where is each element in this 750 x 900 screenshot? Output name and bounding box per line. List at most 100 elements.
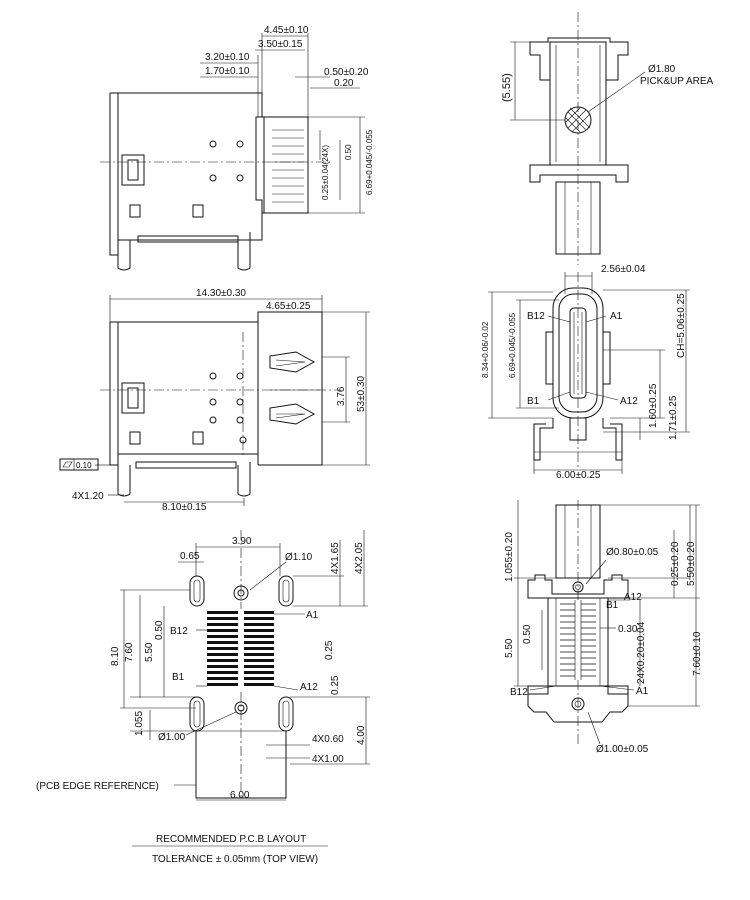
- front-label-b12: B12: [527, 311, 545, 322]
- front-view: 2.56±0.04 B12 A1 B1 A12 CH=5.06±0.25 8.3…: [481, 264, 690, 481]
- pcb-hole-bottom-inner: [237, 704, 245, 712]
- dim-4x1-00: 4X1.00: [312, 754, 344, 765]
- dim-0-25-pcb-a: 0.25: [324, 640, 335, 660]
- mid-hole: [209, 416, 217, 424]
- side-leg-left: [117, 232, 131, 271]
- side-view-mid: 0.10 14.30±0.30 4.65±0.25 3.76 53±0.30 4…: [59, 288, 370, 513]
- dim-ch-5-06: CH=5.06±0.25: [676, 293, 687, 358]
- dim-24x0-20: 24X0.20±0.04: [636, 621, 647, 684]
- mid-hole: [236, 372, 244, 380]
- bottom-lower-flange: [527, 685, 629, 723]
- dim-0-30-bottom: 0.30: [618, 624, 638, 635]
- dim-6-00-pcb: 6.00: [230, 790, 250, 801]
- dim-0-50-a: 0.50±0.20: [324, 67, 369, 78]
- dim-8-10-mid: 8.10±0.15: [162, 502, 207, 513]
- pcb-slot-top-left: [189, 575, 205, 607]
- front-label-a12: A12: [620, 396, 638, 407]
- dim-4x1-20: 4X1.20: [72, 491, 104, 502]
- side-hole: [209, 174, 217, 182]
- front-side-tab-left: [545, 331, 554, 385]
- pcb-label-a12: A12: [300, 682, 318, 693]
- end-view-top: (5.55) Ø1.80 PICK&UP AREA: [501, 12, 714, 265]
- mid-tail-row: [135, 461, 237, 469]
- front-foot-left: [533, 418, 554, 461]
- dim-3-90: 3.90: [232, 536, 252, 547]
- bottom-view: 1.055±0.20 Ø0.80±0.05 0.25±0.20 5.50±0.2…: [504, 500, 703, 755]
- dim-pickup-dia: Ø1.80: [648, 64, 676, 75]
- side-hole: [236, 174, 244, 182]
- dim-5-55: (5.55): [501, 73, 513, 102]
- end-top-flange: [529, 37, 629, 81]
- front-tongue: [569, 307, 587, 399]
- dim-1-055-pcb: 1.055: [134, 711, 145, 736]
- pcb-slot-bottom-left: [189, 696, 205, 732]
- pcb-hole-top: [233, 585, 249, 601]
- mid-latch-spring-lower: [269, 403, 316, 425]
- dim-dia-1-10: Ø1.10: [285, 552, 313, 563]
- mid-latch-spring-upper: [269, 351, 316, 373]
- mid-leg-left: [117, 462, 131, 497]
- dim-0-20: 0.20: [334, 78, 354, 89]
- pcb-layout-view: 3.90 0.65 Ø1.10 4X1.65 4X2.05 A1 B12 0.5…: [36, 530, 370, 801]
- mid-housing-outline: [109, 311, 323, 466]
- tolerance-note: TOLERANCE ± 0.05mm (TOP VIEW): [152, 854, 318, 865]
- dim-4x2-05: 4X2.05: [354, 542, 365, 574]
- dim-0-25-bottom: 0.25±0.20: [670, 541, 681, 586]
- dim-53: 53±0.30: [356, 375, 367, 412]
- dim-6-69: 6.69+0.045/-0.055: [365, 129, 374, 195]
- bottom-tail: [555, 504, 601, 579]
- dim-4x0-60: 4X0.60: [312, 734, 344, 745]
- dim-6-69-front: 6.69+0.045/-0.055: [508, 312, 517, 378]
- notes: RECOMMENDED P.C.B LAYOUT TOLERANCE ± 0.0…: [132, 834, 328, 865]
- dim-8-34: 8.34+0.06/-0.02: [481, 321, 490, 378]
- pcb-label-a1: A1: [306, 610, 319, 621]
- side-latch-window: [121, 154, 145, 186]
- bottom-hole-bottom: [571, 697, 585, 711]
- pcb-label-b1: B1: [172, 672, 185, 683]
- pcb-layout-title: RECOMMENDED P.C.B LAYOUT: [156, 834, 306, 845]
- front-foot-right: [602, 418, 623, 461]
- dim-4-00: 4.00: [356, 725, 367, 745]
- dim-7-60-bottom: 7.60±0.10: [692, 631, 703, 676]
- dim-dia-1-00: Ø1.00: [158, 732, 186, 743]
- pcb-hole-top-inner: [237, 589, 245, 597]
- dim-5-50-bottom-b: 5.50: [504, 638, 515, 658]
- flatness-value: 0.10: [76, 461, 92, 470]
- dim-1-71: 1.71±0.25: [668, 395, 679, 440]
- dim-0-50-bottom: 0.50: [522, 624, 533, 644]
- side-small-slot: [129, 204, 141, 218]
- front-label-a1: A1: [610, 311, 623, 322]
- side-latch-slot: [127, 159, 139, 181]
- dim-5-50-pcb: 5.50: [144, 642, 155, 662]
- side-plug-area: [263, 116, 309, 214]
- pcb-slot-bottom-right: [278, 696, 294, 732]
- pcb-label-b12: B12: [170, 626, 188, 637]
- bottom-label-a1: A1: [636, 686, 649, 697]
- dim-2-56: 2.56±0.04: [601, 264, 646, 275]
- side-small-slot: [192, 204, 204, 218]
- dim-dia-0-80: Ø0.80±0.05: [606, 547, 659, 558]
- dim-8-10-pcb: 8.10: [110, 646, 121, 666]
- mid-leg-right: [237, 462, 251, 497]
- mid-small-slot: [192, 431, 204, 445]
- mid-hole: [209, 372, 217, 380]
- bottom-foot-right: [607, 685, 629, 695]
- pcb-slot-top-right: [278, 575, 294, 607]
- mid-hole: [239, 436, 247, 444]
- mid-hole: [236, 398, 244, 406]
- dim-dia-1-00-bottom: Ø1.00±0.05: [596, 744, 649, 755]
- dim-0-25-24x: 0.25±0.04(24X): [321, 145, 330, 200]
- dim-5-50-bottom-a: 5.50±0.20: [686, 541, 697, 586]
- flatness-tolerance-box: 0.10: [59, 458, 99, 471]
- dim-0-25-pcb-b: 0.25: [330, 675, 341, 695]
- front-shell-inner: [558, 293, 598, 413]
- dim-1-055-bottom: 1.055±0.20: [504, 532, 515, 582]
- dim-6-00-front: 6.00±0.25: [556, 470, 601, 481]
- dim-3-50: 3.50±0.15: [258, 39, 303, 50]
- side-view-top: 4.45±0.10 3.50±0.15 3.20±0.10 1.70±0.10 …: [100, 25, 374, 271]
- end-bottom-flange: [529, 164, 629, 183]
- pcb-edge-outline: [195, 731, 287, 799]
- bottom-label-b12: B12: [510, 687, 528, 698]
- dim-14-30: 14.30±0.30: [196, 288, 246, 299]
